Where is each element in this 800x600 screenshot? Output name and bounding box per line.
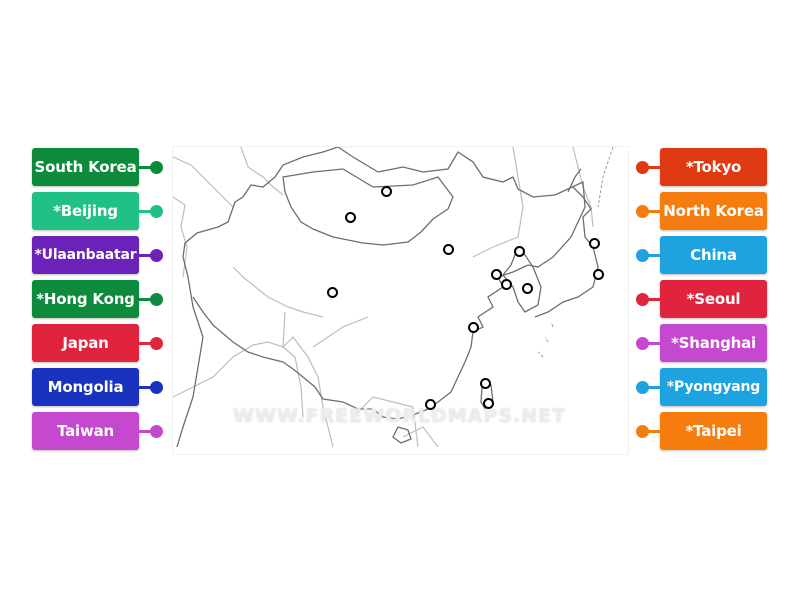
connector-line <box>642 210 660 213</box>
connector-dot-icon[interactable] <box>150 161 163 174</box>
connector-line <box>139 254 157 257</box>
connector-line <box>139 430 157 433</box>
label-mongolia[interactable]: Mongolia <box>32 368 139 406</box>
connector-line <box>139 166 157 169</box>
label-tokyo[interactable]: *Tokyo <box>660 148 767 186</box>
label-china[interactable]: China <box>660 236 767 274</box>
connector-line <box>139 210 157 213</box>
label-taipei[interactable]: *Taipei <box>660 412 767 450</box>
connector-dot-icon[interactable] <box>150 205 163 218</box>
drop-target-marker[interactable] <box>483 398 494 409</box>
connector-line <box>139 386 157 389</box>
drop-target-marker[interactable] <box>425 399 436 410</box>
connector-dot-icon[interactable] <box>636 205 649 218</box>
connector-dot-icon[interactable] <box>150 249 163 262</box>
drop-target-marker[interactable] <box>381 186 392 197</box>
label-pyongyang[interactable]: *Pyongyang <box>660 368 767 406</box>
drop-target-marker[interactable] <box>501 279 512 290</box>
label-japan[interactable]: Japan <box>32 324 139 362</box>
drop-target-marker[interactable] <box>327 287 338 298</box>
label-seoul[interactable]: *Seoul <box>660 280 767 318</box>
label-shanghai[interactable]: *Shanghai <box>660 324 767 362</box>
connector-line <box>642 166 660 169</box>
label-beijing[interactable]: *Beijing <box>32 192 139 230</box>
connector-line <box>642 298 660 301</box>
connector-dot-icon[interactable] <box>150 381 163 394</box>
connector-dot-icon[interactable] <box>636 161 649 174</box>
drop-target-marker[interactable] <box>468 322 479 333</box>
connector-line <box>642 386 660 389</box>
drop-target-marker[interactable] <box>480 378 491 389</box>
drop-target-marker[interactable] <box>345 212 356 223</box>
label-ulaanbaatar[interactable]: *Ulaanbaatar <box>32 236 139 274</box>
label-north-korea[interactable]: North Korea <box>660 192 767 230</box>
drop-target-marker[interactable] <box>589 238 600 249</box>
label-taiwan[interactable]: Taiwan <box>32 412 139 450</box>
connector-dot-icon[interactable] <box>150 337 163 350</box>
drop-target-marker[interactable] <box>491 269 502 280</box>
connector-dot-icon[interactable] <box>636 249 649 262</box>
map-image: WWW.FREEWORLDMAPS.NET <box>172 146 629 455</box>
connector-line <box>139 298 157 301</box>
drop-target-marker[interactable] <box>443 244 454 255</box>
drop-target-marker[interactable] <box>593 269 604 280</box>
connector-line <box>642 430 660 433</box>
connector-line <box>642 254 660 257</box>
map-watermark: WWW.FREEWORLDMAPS.NET <box>233 405 567 427</box>
east-asia-map-outline <box>172 146 614 448</box>
connector-dot-icon[interactable] <box>636 293 649 306</box>
label-hong-kong[interactable]: *Hong Kong <box>32 280 139 318</box>
drop-target-marker[interactable] <box>522 283 533 294</box>
connector-dot-icon[interactable] <box>150 425 163 438</box>
connector-line <box>139 342 157 345</box>
connector-dot-icon[interactable] <box>150 293 163 306</box>
connector-dot-icon[interactable] <box>636 381 649 394</box>
connector-line <box>642 342 660 345</box>
connector-dot-icon[interactable] <box>636 337 649 350</box>
drop-target-marker[interactable] <box>514 246 525 257</box>
connector-dot-icon[interactable] <box>636 425 649 438</box>
label-south-korea[interactable]: South Korea <box>32 148 139 186</box>
